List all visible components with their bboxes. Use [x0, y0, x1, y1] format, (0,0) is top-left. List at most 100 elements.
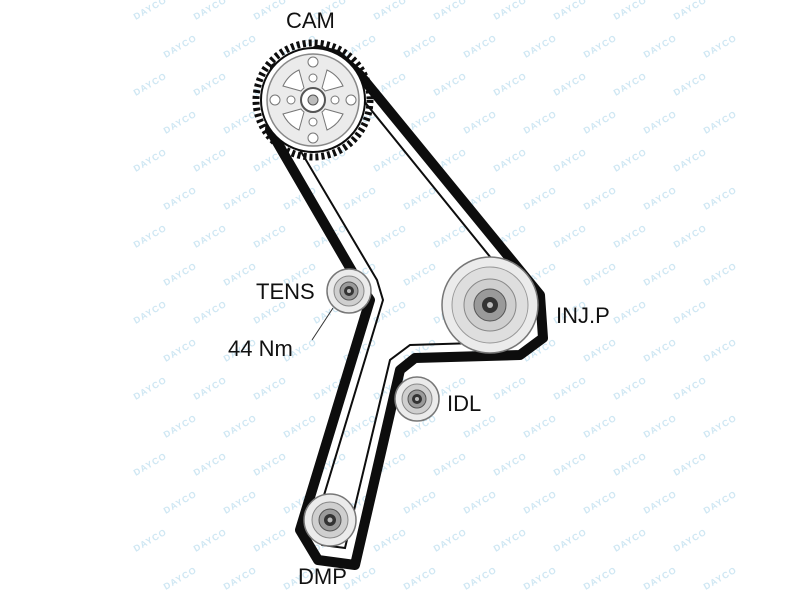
watermark-text: DAYCO [132, 147, 169, 174]
cam-sprocket [252, 39, 374, 161]
watermark-text: DAYCO [612, 0, 649, 22]
watermark-text: DAYCO [612, 451, 649, 478]
idl-label: IDL [447, 391, 482, 416]
watermark: DAYCO DAYCO DAYCO DAYCO DAYCO DAYCO DAYCO DAYCO… [132, 0, 739, 592]
watermark-text: DAYCO [462, 413, 499, 440]
injection-pump-pulley [441, 256, 539, 354]
watermark-text: DAYCO [702, 109, 739, 136]
watermark-text: DAYCO [642, 33, 679, 60]
watermark-text: DAYCO [552, 223, 589, 250]
watermark-text: DAYCO [612, 223, 649, 250]
watermark-text: DAYCO [252, 0, 289, 22]
watermark-text: DAYCO [702, 261, 739, 288]
torque-label: 44 Nm [228, 336, 293, 361]
watermark-text: DAYCO [582, 261, 619, 288]
watermark-text: DAYCO [672, 147, 709, 174]
watermark-text: DAYCO [582, 413, 619, 440]
watermark-text: DAYCO [552, 527, 589, 554]
watermark-text: DAYCO [402, 261, 439, 288]
dmp-label: DMP [298, 564, 347, 589]
watermark-text: DAYCO [192, 299, 229, 326]
watermark-text: DAYCO [252, 375, 289, 402]
watermark-text: DAYCO [222, 565, 259, 592]
watermark-text: DAYCO [672, 375, 709, 402]
watermark-text: DAYCO [132, 299, 169, 326]
watermark-text: DAYCO [132, 0, 169, 22]
watermark-text: DAYCO [162, 185, 199, 212]
watermark-text: DAYCO [132, 375, 169, 402]
watermark-text: DAYCO [702, 489, 739, 516]
watermark-text: DAYCO [252, 527, 289, 554]
watermark-text: DAYCO [612, 147, 649, 174]
watermark-text: DAYCO [252, 451, 289, 478]
watermark-text: DAYCO [402, 185, 439, 212]
watermark-text: DAYCO [162, 413, 199, 440]
watermark-text: DAYCO [582, 337, 619, 364]
watermark-text: DAYCO [462, 489, 499, 516]
tens-label: TENS [256, 279, 315, 304]
watermark-text: DAYCO [552, 0, 589, 22]
watermark-text: DAYCO [162, 261, 199, 288]
watermark-text: DAYCO [522, 109, 559, 136]
watermark-text: DAYCO [702, 337, 739, 364]
watermark-text: DAYCO [162, 489, 199, 516]
watermark-text: DAYCO [162, 33, 199, 60]
watermark-text: DAYCO [642, 261, 679, 288]
timing-belt [265, 45, 548, 570]
watermark-text: DAYCO [402, 489, 439, 516]
watermark-text: DAYCO [492, 0, 529, 22]
watermark-text: DAYCO [702, 413, 739, 440]
belt-inner [286, 63, 526, 550]
watermark-text: DAYCO [702, 33, 739, 60]
watermark-text: DAYCO [162, 337, 199, 364]
watermark-text: DAYCO [162, 109, 199, 136]
watermark-text: DAYCO [642, 565, 679, 592]
watermark-text: DAYCO [432, 451, 469, 478]
watermark-text: DAYCO [492, 451, 529, 478]
watermark-text: DAYCO [672, 451, 709, 478]
watermark-text: DAYCO [612, 375, 649, 402]
watermark-text: DAYCO [402, 565, 439, 592]
watermark-text: DAYCO [432, 527, 469, 554]
watermark-text: DAYCO [192, 71, 229, 98]
watermark-text: DAYCO [192, 0, 229, 22]
watermark-text: DAYCO [612, 71, 649, 98]
watermark-text: DAYCO [672, 299, 709, 326]
watermark-text: DAYCO [582, 489, 619, 516]
watermark-text: DAYCO [702, 565, 739, 592]
watermark-text: DAYCO [702, 185, 739, 212]
watermark-text: DAYCO [462, 109, 499, 136]
watermark-text: DAYCO [522, 185, 559, 212]
watermark-text: DAYCO [492, 71, 529, 98]
watermark-text: DAYCO [372, 0, 409, 22]
watermark-text: DAYCO [642, 337, 679, 364]
watermark-text: DAYCO [222, 33, 259, 60]
damper-pulley [303, 493, 357, 547]
cam-label: CAM [286, 8, 335, 33]
watermark-text: DAYCO [552, 375, 589, 402]
watermark-text: DAYCO [222, 185, 259, 212]
watermark-text: DAYCO [672, 0, 709, 22]
watermark-text: DAYCO [432, 71, 469, 98]
watermark-text: DAYCO [432, 0, 469, 22]
watermark-text: DAYCO [372, 223, 409, 250]
watermark-text: DAYCO [522, 33, 559, 60]
watermark-text: DAYCO [672, 71, 709, 98]
watermark-text: DAYCO [222, 109, 259, 136]
watermark-text: DAYCO [192, 223, 229, 250]
watermark-text: DAYCO [252, 223, 289, 250]
watermark-text: DAYCO [642, 109, 679, 136]
watermark-text: DAYCO [192, 375, 229, 402]
watermark-text: DAYCO [612, 299, 649, 326]
watermark-text: DAYCO [642, 413, 679, 440]
watermark-text: DAYCO [582, 33, 619, 60]
watermark-text: DAYCO [462, 565, 499, 592]
watermark-text: DAYCO [222, 413, 259, 440]
watermark-text: DAYCO [192, 451, 229, 478]
watermark-text: DAYCO [582, 109, 619, 136]
watermark-text: DAYCO [132, 527, 169, 554]
watermark-text: DAYCO [552, 451, 589, 478]
watermark-text: DAYCO [582, 185, 619, 212]
torque-leader-line [311, 307, 334, 341]
watermark-text: DAYCO [522, 565, 559, 592]
